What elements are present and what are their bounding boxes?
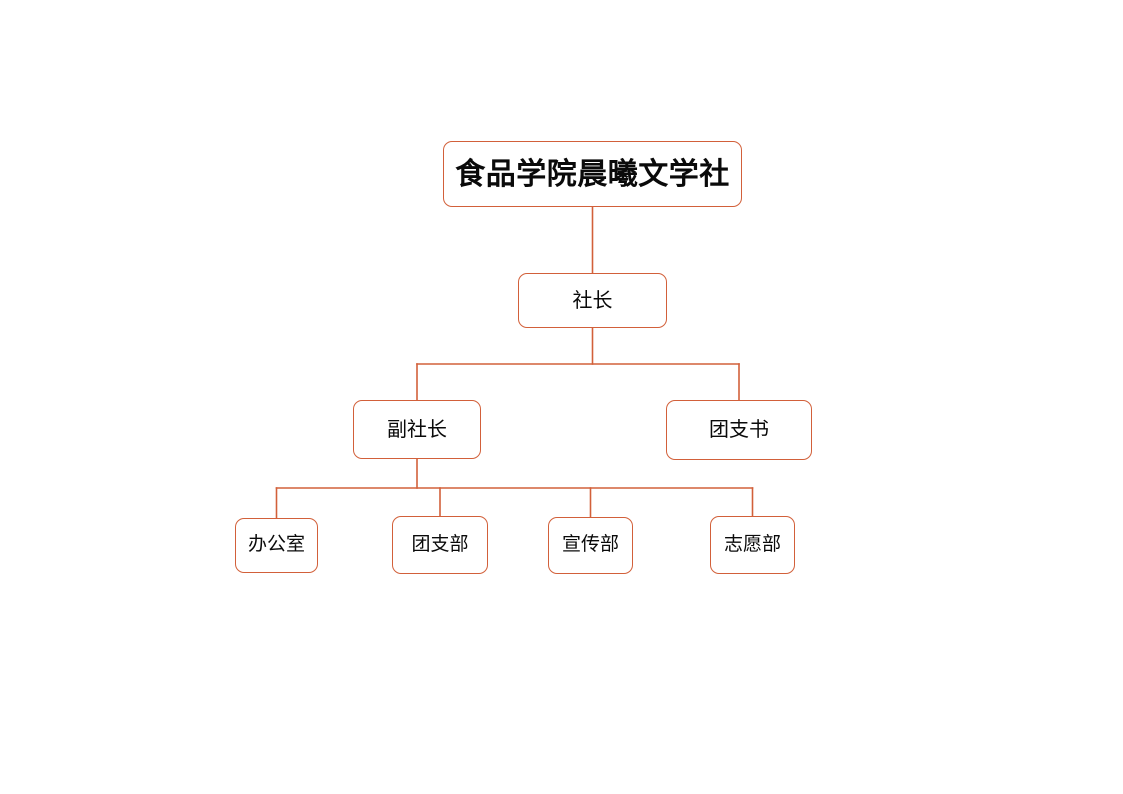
node-office[interactable]: 办公室 xyxy=(235,518,318,573)
node-root[interactable]: 食品学院晨曦文学社 xyxy=(443,141,742,207)
node-league-branch[interactable]: 团支部 xyxy=(392,516,488,574)
node-publicity[interactable]: 宣传部 xyxy=(548,517,633,574)
node-vice-president[interactable]: 副社长 xyxy=(353,400,481,459)
node-root-label: 食品学院晨曦文学社 xyxy=(455,157,730,191)
node-league-branch-label: 团支部 xyxy=(411,533,469,555)
node-vice-president-label: 副社长 xyxy=(387,418,447,441)
node-president-label: 社长 xyxy=(572,289,613,312)
node-volunteer[interactable]: 志愿部 xyxy=(710,516,795,574)
node-volunteer-label: 志愿部 xyxy=(723,533,781,555)
node-league-secretary-label: 团支书 xyxy=(709,419,769,441)
node-league-secretary[interactable]: 团支书 xyxy=(666,400,812,460)
node-publicity-label: 宣传部 xyxy=(561,534,619,556)
node-office-label: 办公室 xyxy=(247,534,305,556)
node-president[interactable]: 社长 xyxy=(518,273,667,328)
